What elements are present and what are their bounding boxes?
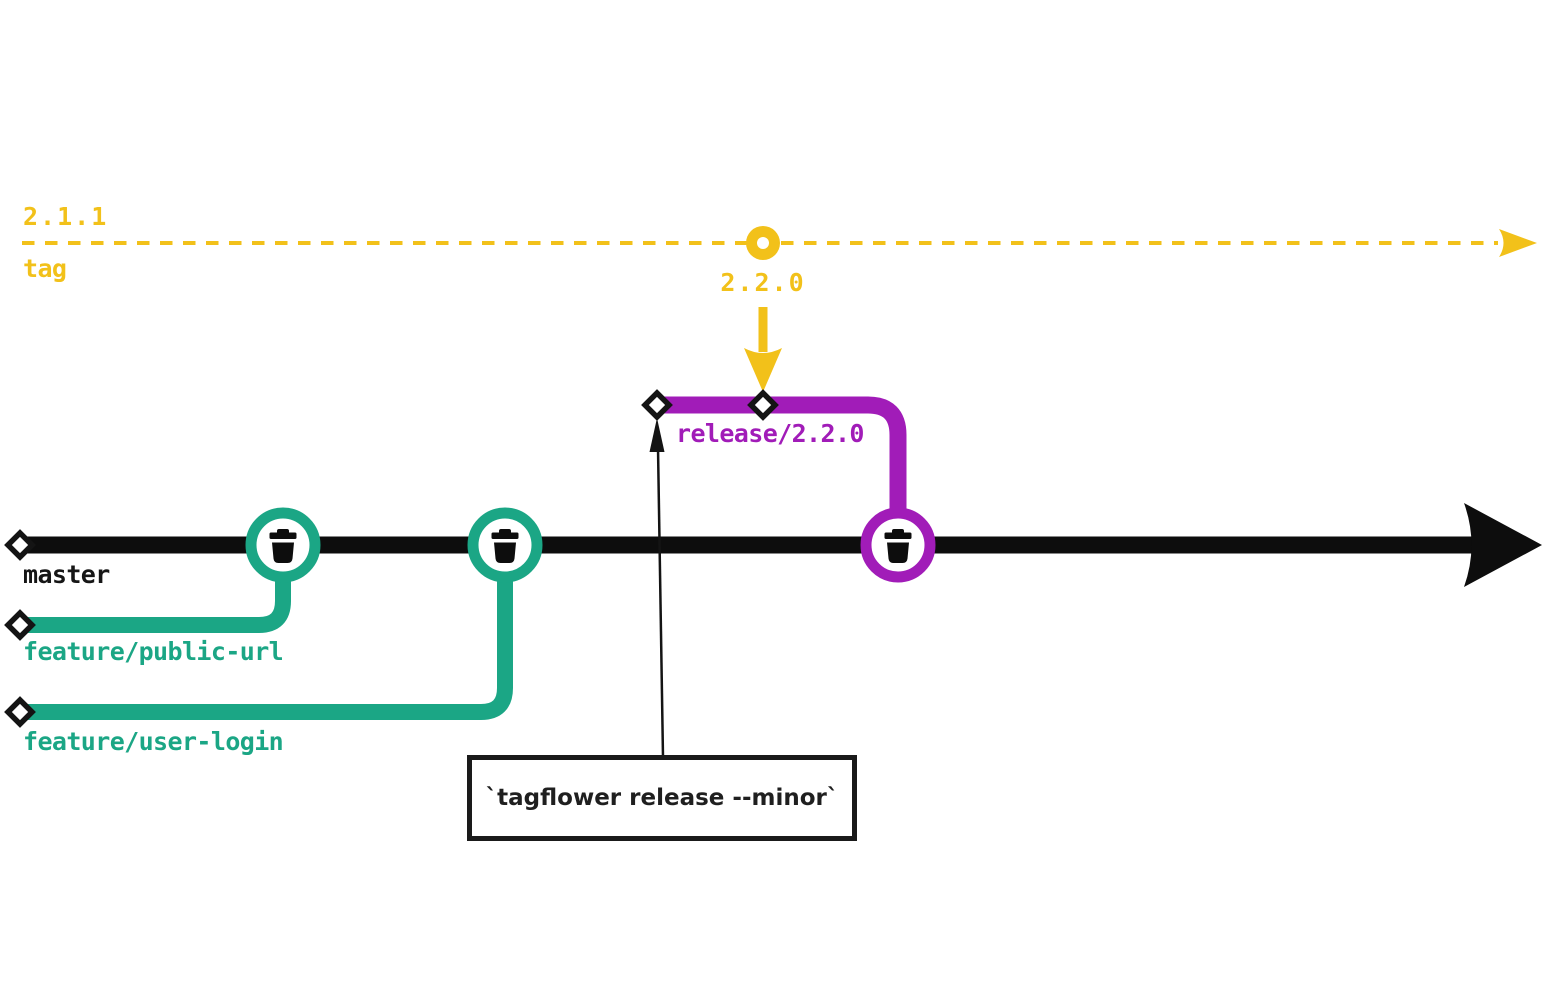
release-branch-line [657,396,907,525]
master-arrowhead-icon [1464,503,1542,587]
feature-public-url-branch-line [22,562,291,633]
release-branch-label: release/2.2.0 [676,419,864,448]
trash-icon [491,529,519,563]
annotation-arrowhead-icon [649,418,665,452]
tag-axis-label: tag [23,254,67,283]
current-tag-label: 2.1.1 [23,202,109,231]
feature-public-url-label: feature/public-url [23,637,284,666]
new-tag-arrowhead-icon [744,348,782,392]
trash-icon [884,529,912,563]
feature-user-login-start-diamond-icon [8,700,32,724]
feature-public-url-start-diamond-icon [8,613,32,637]
trash-icon [269,529,297,563]
tag-point-donut-hole [757,237,769,249]
new-tag-label: 2.2.0 [720,268,806,297]
feature-user-login-branch-line [22,562,513,720]
command-text: `tagflower release --minor` [485,785,839,811]
annotation-arrow-line [656,447,665,758]
feature-user-login-label: feature/user-login [23,727,284,756]
master-branch-label: master [23,560,110,589]
command-annotation-box: `tagflower release --minor` [467,755,857,841]
tag-timeline-arrowhead-icon [1499,229,1537,257]
